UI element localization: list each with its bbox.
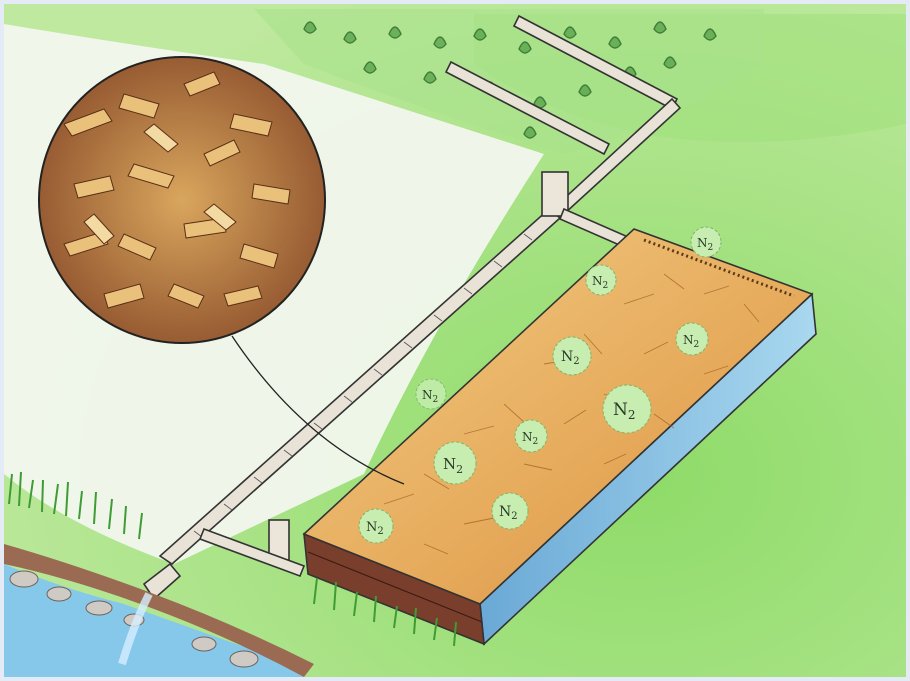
denitrification-bed-illustration: N2 N2 N2 N2 N2 N2 N2 N2 [4,4,906,677]
n2-bubble: N2 [492,493,528,529]
n2-bubble: N2 [586,265,616,295]
n2-bubble: N2 [416,379,446,409]
n2-bubble: N2 [515,420,547,452]
n2-bubble: N2 [691,227,721,257]
n2-bubble: N2 [553,337,591,375]
n2-bubble: N2 [434,442,476,484]
n2-bubble: N2 [359,509,393,543]
illustration-frame: N2 N2 N2 N2 N2 N2 N2 N2 [4,4,906,677]
n2-bubble: N2 [603,385,651,433]
n2-bubble: N2 [676,323,708,355]
